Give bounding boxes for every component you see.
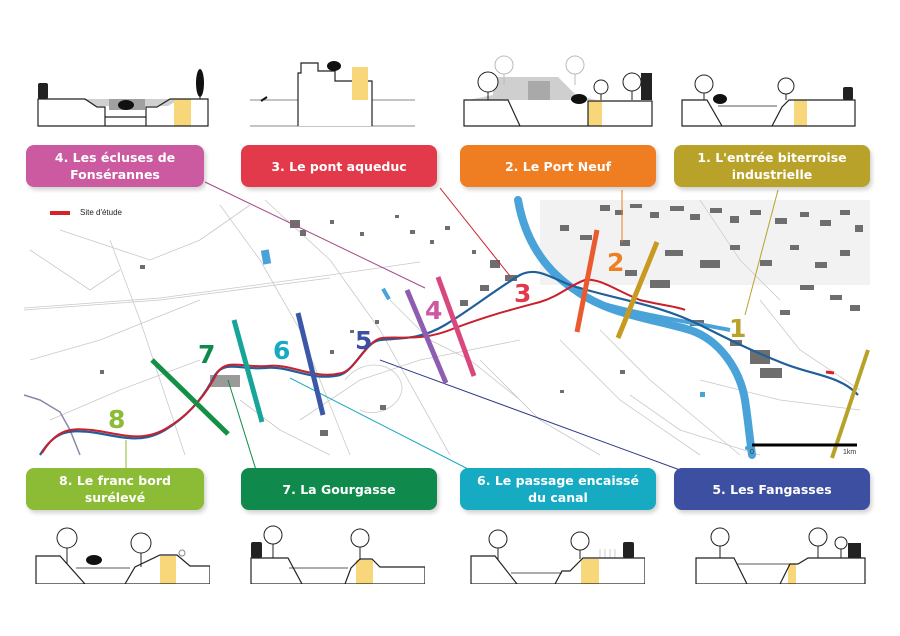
label-7-text: 7. La Gourgasse	[282, 481, 396, 497]
map-number-8: 8	[108, 405, 126, 434]
section-marker-5	[404, 289, 449, 384]
cross-section-4	[37, 69, 209, 127]
section-marker-8	[150, 358, 230, 436]
label-8-text: 8. Le franc bord surélevé	[59, 473, 171, 505]
section-marker-6	[295, 312, 326, 416]
cross-section-1	[681, 74, 856, 127]
map-number-7: 7	[198, 340, 216, 369]
label-6-text-line1: 6. Le passage encaissé	[477, 473, 639, 488]
legend-label: Site d'étude	[80, 208, 123, 217]
legend-swatch-study-site	[50, 210, 70, 215]
leader-line-7	[227, 379, 257, 471]
map-number-4: 4	[425, 296, 443, 325]
section-marker-4	[435, 276, 477, 377]
label-5-text: 5. Les Fangasses	[712, 481, 832, 497]
road-network	[23, 199, 861, 456]
scale-end-label: 1km	[843, 449, 857, 456]
scale-start-label: 0	[750, 449, 754, 456]
label-box-8: 8. Le franc bord surélevé	[26, 468, 204, 510]
label-box-6: 6. Le passage encaissé du canal	[460, 468, 656, 510]
cross-section-6	[470, 529, 645, 584]
cross-section-8	[35, 527, 210, 584]
label-box-4: 4. Les écluses de Fonsérannes	[26, 145, 204, 187]
leader-line-4	[204, 181, 426, 289]
leader-line-1	[744, 189, 779, 316]
map-number-3: 3	[514, 279, 532, 308]
label-1-text-line2: industrielle	[731, 167, 813, 182]
label-2-text: 2. Le Port Neuf	[504, 158, 612, 174]
section-marker-2	[615, 241, 660, 339]
leader-line-3	[439, 187, 511, 277]
label-3-text: 3. Le pont aqueduc	[271, 158, 407, 174]
section-marker-3	[574, 229, 600, 333]
label-box-5: 5. Les Fangasses	[674, 468, 870, 510]
label-box-1: 1. L'entrée biterroise industrielle	[674, 145, 870, 187]
cross-section-2	[463, 55, 653, 127]
label-4-text: 4. Les écluses de Fonsérannes	[54, 150, 176, 182]
label-box-3: 3. Le pont aqueduc	[241, 145, 437, 187]
river-orb	[514, 196, 756, 459]
leader-lines	[125, 181, 779, 471]
section-marker-7	[231, 319, 265, 423]
label-box-2: 2. Le Port Neuf	[460, 145, 656, 187]
section-markers	[150, 229, 870, 459]
map-number-1: 1	[729, 314, 747, 343]
section-marker-1	[830, 349, 870, 459]
cross-section-3	[250, 61, 415, 127]
label-box-7: 7. La Gourgasse	[241, 468, 437, 510]
map-number-5: 5	[355, 326, 373, 355]
cross-section-7	[250, 525, 425, 584]
cross-section-5	[695, 527, 866, 584]
leader-line-5	[379, 359, 681, 471]
label-1-text-line1: 1. L'entrée biterroise	[697, 150, 847, 165]
label-6-text-line2: du canal	[528, 490, 588, 505]
map-legend: Site d'étude	[50, 208, 122, 217]
map-number-2: 2	[607, 248, 625, 277]
map-number-6: 6	[273, 336, 291, 365]
